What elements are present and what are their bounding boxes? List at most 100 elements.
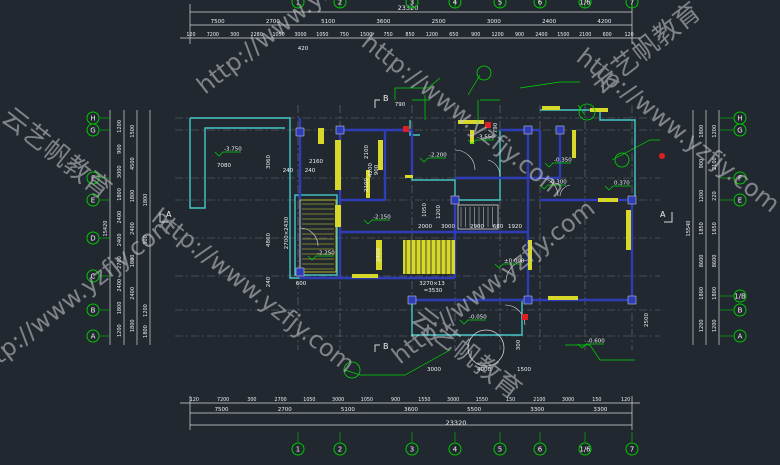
dim-text: 2100	[533, 397, 545, 403]
dim-text: 3000	[332, 397, 344, 403]
right-dim-text: 1800900120018508600180012001200210022016…	[686, 125, 718, 332]
dim-text: 7200	[217, 397, 229, 403]
room-dim-text: 3000	[441, 224, 455, 230]
dim-text: 1800	[143, 325, 149, 338]
axis-bubble-top: 5	[493, 0, 507, 9]
dim-text: 7500	[215, 407, 229, 413]
room-dim-text: 4200	[368, 163, 374, 177]
dim-text: 5100	[321, 19, 335, 25]
svg-text:5: 5	[498, 0, 502, 7]
axis-bubble-left: B	[86, 303, 100, 317]
svg-text:B: B	[91, 307, 96, 315]
svg-text:1: 1	[296, 446, 300, 454]
dim-text: 900	[391, 397, 400, 403]
dim-text: 1050	[316, 32, 328, 38]
axis-bubble-bottom: 6	[533, 442, 547, 456]
dim-text: 3000	[447, 397, 459, 403]
stair-treads	[302, 203, 493, 274]
svg-text:4: 4	[453, 446, 458, 454]
dim-text: 1550	[476, 397, 488, 403]
elevation-marker: -2.150	[363, 215, 391, 225]
dim-text: 900	[471, 32, 480, 38]
dim-text: 7500	[211, 19, 225, 25]
red-tags	[403, 122, 665, 320]
room-dim-text: 300	[516, 339, 522, 350]
top-total-dim: 23320	[398, 4, 419, 12]
dim-text: 4500	[130, 157, 136, 170]
room-dim-text: 3060	[266, 155, 272, 169]
dim-text: 1200	[712, 319, 718, 332]
bottom-total-dim: 23320	[446, 419, 467, 427]
svg-text:1/B: 1/B	[734, 293, 746, 301]
dim-text: 2100	[579, 32, 591, 38]
room-dim-text: 680	[493, 224, 504, 230]
detail-circle	[467, 329, 505, 367]
left-dimension-block	[109, 110, 151, 345]
bottom-dimension-block	[180, 396, 640, 430]
elevation-marker: -2.250	[307, 251, 335, 261]
dim-text: 900	[699, 159, 705, 169]
dim-text: 3600	[404, 407, 418, 413]
axis-bubble-top: 1	[291, 0, 305, 9]
svg-text:-2.150: -2.150	[373, 215, 391, 221]
axis-bubble-bottom: 3	[405, 442, 419, 456]
dim-text: 1850	[699, 222, 705, 235]
dim-text: 3000	[562, 397, 574, 403]
dim-text: 1500	[557, 32, 569, 38]
elevation-marker: 0.370	[604, 181, 631, 191]
door-swings	[299, 149, 571, 326]
dim-text: 1650	[712, 222, 718, 235]
elevation-marker: -3.550	[467, 135, 495, 145]
dim-text: 1800	[712, 287, 718, 300]
room-dim-text: 2900	[470, 224, 484, 230]
axis-bubble-left: D	[86, 231, 100, 245]
svg-text:H: H	[90, 115, 95, 123]
room-dim-text: 900	[374, 164, 380, 175]
svg-text:3: 3	[410, 446, 414, 454]
svg-text:F: F	[91, 175, 95, 183]
svg-text:H: H	[737, 115, 742, 123]
dim-text: 4200	[597, 19, 611, 25]
dim-text: 3000	[117, 165, 123, 178]
axis-bubble-bottom: 2	[333, 442, 347, 456]
dim-text: 1200	[492, 32, 504, 38]
room-dim-text: 1920	[508, 224, 522, 230]
staircase-left	[299, 199, 337, 273]
dim-text: 900	[515, 32, 524, 38]
columns	[295, 125, 637, 305]
axis-bubble-left: E	[86, 193, 100, 207]
svg-text:3: 3	[410, 0, 414, 7]
axis-bubble-bottom: 5	[493, 442, 507, 456]
dim-text: 2500	[432, 19, 446, 25]
svg-text:G: G	[737, 127, 742, 135]
axis-bubble-right: F	[733, 171, 747, 185]
svg-text:G: G	[90, 127, 95, 135]
room-dim-text: 3270×13	[419, 281, 445, 287]
section-mark-b-top: B	[374, 94, 389, 108]
dim-text: 1200	[712, 125, 718, 138]
dim-text: 8600	[699, 255, 705, 268]
room-dim-text: 240	[305, 168, 316, 174]
axis-bubble-top: 2	[333, 0, 347, 9]
axis-bubble-right: G	[733, 123, 747, 137]
svg-text:1/6: 1/6	[579, 0, 591, 7]
svg-text:-2.200: -2.200	[429, 153, 447, 159]
room-dim-text: 2400	[376, 248, 382, 262]
dim-text: 1200	[143, 304, 149, 317]
svg-text:-3.750: -3.750	[224, 147, 242, 153]
room-dim-text: 240	[283, 168, 294, 174]
svg-text:7: 7	[630, 0, 634, 7]
room-dim-text: 7080	[217, 163, 231, 169]
dim-text: 120	[190, 397, 199, 403]
dim-text: 850	[405, 32, 414, 38]
staircase-right	[457, 204, 499, 230]
axis-bubble-bottom: 1	[291, 442, 305, 456]
axis-bubble-left: C	[86, 269, 100, 283]
axis-bubble-right: B	[733, 303, 747, 317]
